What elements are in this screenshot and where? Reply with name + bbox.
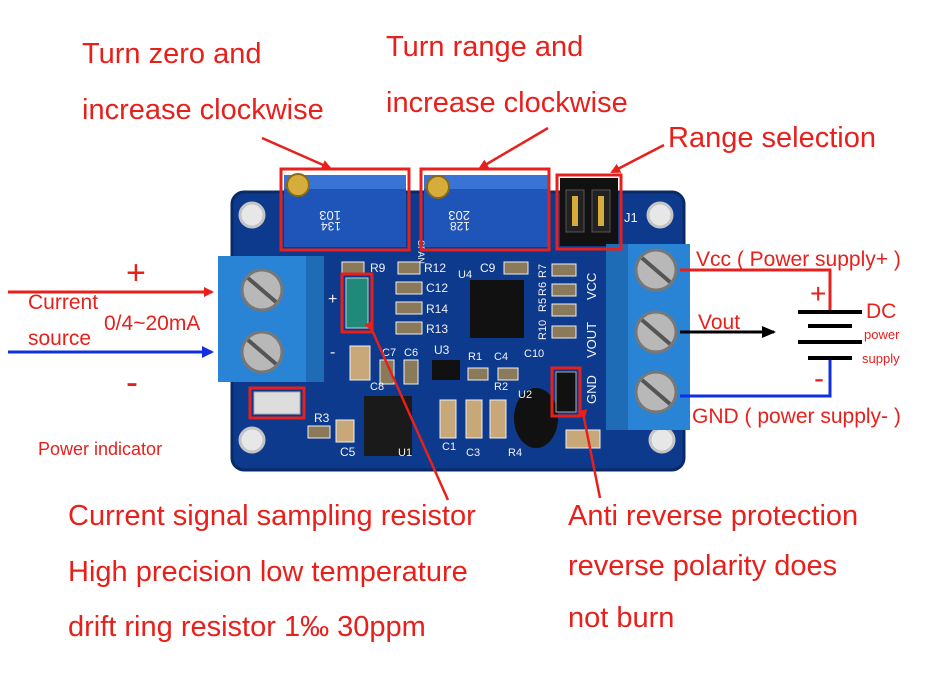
current-label: Current xyxy=(28,291,99,314)
power-indicator-label: Power indicator xyxy=(38,439,163,459)
dc-supply-wiring xyxy=(680,268,862,398)
dc-label: DC xyxy=(866,300,897,323)
silk-r12: R12 xyxy=(424,261,446,275)
zero-label-line2: increase clockwise xyxy=(82,94,324,126)
silkscreen-labels: R9 R12 U4 C9 R7 C12 R14 R13 R10 R5 R6 C7… xyxy=(314,261,549,459)
silk-u2: U2 xyxy=(518,389,532,401)
silk-c3: C3 xyxy=(466,447,480,459)
silk-r5: R5 xyxy=(537,298,549,312)
silk-c9: C9 xyxy=(480,261,496,275)
pot2-code: 203 xyxy=(448,208,470,223)
silk-r9: R9 xyxy=(370,261,386,275)
span-silk: SPAN xyxy=(416,240,426,264)
vcc-label: Vcc ( Power supply+ ) xyxy=(696,248,901,271)
anti-reverse-line3: not burn xyxy=(568,602,675,634)
power-label: power xyxy=(864,327,900,342)
silk-r2: R2 xyxy=(494,381,508,393)
led-highlight xyxy=(248,386,306,420)
input-terminal[interactable] xyxy=(218,256,324,382)
pot2-sub: 128 xyxy=(450,219,470,233)
mounting-hole xyxy=(646,201,674,229)
leader-lines xyxy=(261,126,665,501)
sampling-label-line2: High precision low temperature xyxy=(68,556,468,588)
diode-highlight xyxy=(550,366,582,418)
pot1-sub: 134 xyxy=(321,219,341,233)
silk-u4: U4 xyxy=(458,269,472,281)
silk-c8: C8 xyxy=(370,381,384,393)
u2-transistor xyxy=(514,388,558,448)
pin-plus-silk: + xyxy=(328,291,337,308)
silk-c6: C6 xyxy=(404,347,418,359)
resistor-highlight xyxy=(340,272,374,334)
mounting-hole xyxy=(238,426,266,454)
adjust-screw-icon xyxy=(286,173,310,197)
silk-c7: C7 xyxy=(382,347,396,359)
power-led xyxy=(253,391,301,415)
silk-r13: R13 xyxy=(426,322,448,336)
vout-pin-silk: VOUT xyxy=(584,322,599,358)
span-potentiometer[interactable]: 203 128 xyxy=(424,175,548,247)
anti-reverse-line2: reverse polarity does xyxy=(568,550,838,582)
highlight-boxes xyxy=(248,167,623,420)
vout-label: Vout xyxy=(698,311,741,334)
silk-u3: U3 xyxy=(434,343,450,357)
minus-right-sign: - xyxy=(814,362,824,395)
u3-chip xyxy=(432,360,460,380)
u1-chip xyxy=(364,396,412,456)
silk-r3: R3 xyxy=(314,411,330,425)
sampling-resistor xyxy=(345,277,369,329)
silk-r10: R10 xyxy=(537,320,549,340)
silk-r7: R7 xyxy=(537,264,549,278)
output-terminal[interactable] xyxy=(606,244,690,430)
silk-r1: R1 xyxy=(468,351,482,363)
range-jumper[interactable]: J1 xyxy=(560,178,638,246)
silk-c5: C5 xyxy=(340,445,356,459)
minus-left-sign: - xyxy=(126,361,138,402)
sampling-label-line3: drift ring resistor 1‰ 30ppm xyxy=(68,611,426,643)
mounting-hole xyxy=(648,426,676,454)
sampling-label-line1: Current signal sampling resistor xyxy=(68,500,476,532)
range-selection-label: Range selection xyxy=(668,122,876,154)
silk-r14: R14 xyxy=(426,302,448,316)
zero-label-line1: Turn zero and xyxy=(82,38,262,70)
gnd-label: GND ( power supply- ) xyxy=(692,405,901,428)
silk-c10: C10 xyxy=(524,348,544,360)
source-label: source xyxy=(28,327,92,350)
range-label-line1: Turn range and xyxy=(386,31,584,63)
zero-potentiometer[interactable]: 103 134 xyxy=(284,173,406,247)
silk-c12: C12 xyxy=(426,281,448,295)
silk-r4: R4 xyxy=(508,447,522,459)
j1-silk: J1 xyxy=(624,210,638,225)
passive-components xyxy=(307,261,601,449)
jumper-highlight xyxy=(555,173,623,251)
silk-r6: R6 xyxy=(537,282,549,296)
current-range-label: 0/4~20mA xyxy=(104,312,201,335)
u4-chip xyxy=(470,280,524,338)
zero-pot-highlight xyxy=(279,167,411,252)
pin-minus-silk: - xyxy=(330,344,335,361)
silk-c4: C4 xyxy=(494,351,508,363)
anti-reverse-line1: Anti reverse protection xyxy=(568,500,859,532)
protection-diode xyxy=(555,371,577,413)
silk-u1: U1 xyxy=(398,447,412,459)
adjust-screw-icon xyxy=(426,175,450,199)
silk-c1: C1 xyxy=(442,441,456,453)
supply-label: supply xyxy=(862,351,900,366)
range-label-line2: increase clockwise xyxy=(386,87,628,119)
gnd-pin-silk: GND xyxy=(584,375,599,404)
pot1-code: 103 xyxy=(319,208,341,223)
mounting-hole xyxy=(238,201,266,229)
plus-left-sign: + xyxy=(126,254,146,292)
vcc-pin-silk: VCC xyxy=(584,273,599,300)
plus-right-sign: + xyxy=(810,278,827,309)
